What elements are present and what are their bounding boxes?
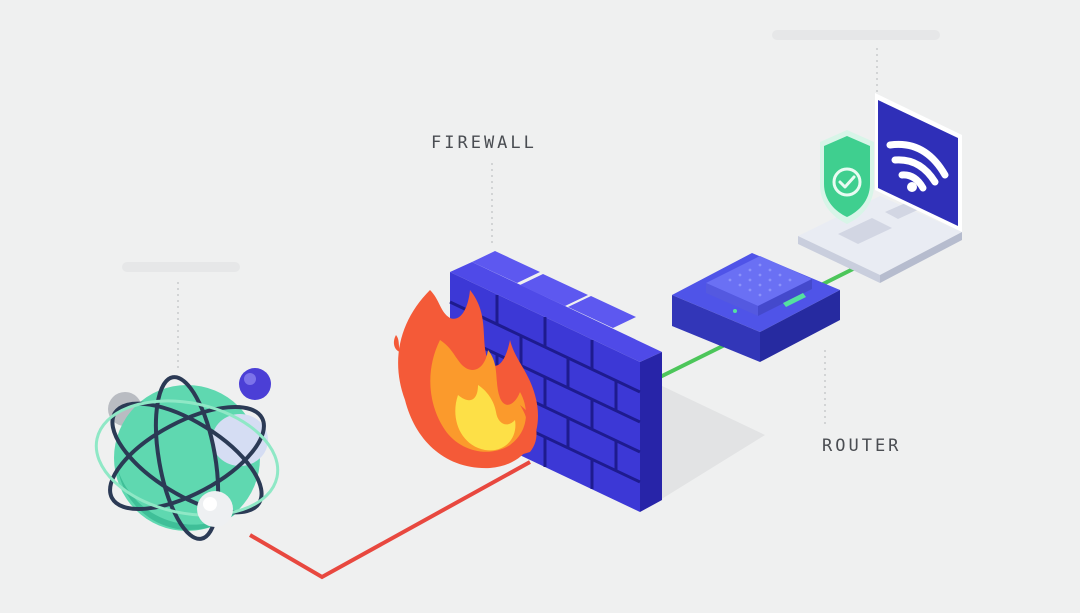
brick-wall-icon: [449, 251, 662, 512]
fire-icon: [393, 290, 538, 469]
computer-label-placeholder: [772, 30, 940, 40]
laptop-icon: [798, 93, 962, 283]
router-icon: [672, 253, 840, 362]
wall-shadow: [660, 385, 765, 500]
link-internet-firewall: [248, 460, 531, 580]
shield-check-icon: [820, 130, 874, 224]
wifi-outer-arc: [886, 140, 949, 179]
router-label: ROUTER: [822, 436, 902, 456]
firewall-label: FIREWALL: [431, 133, 537, 153]
internet-label-placeholder: [122, 262, 240, 272]
globe-icon: [94, 368, 280, 541]
